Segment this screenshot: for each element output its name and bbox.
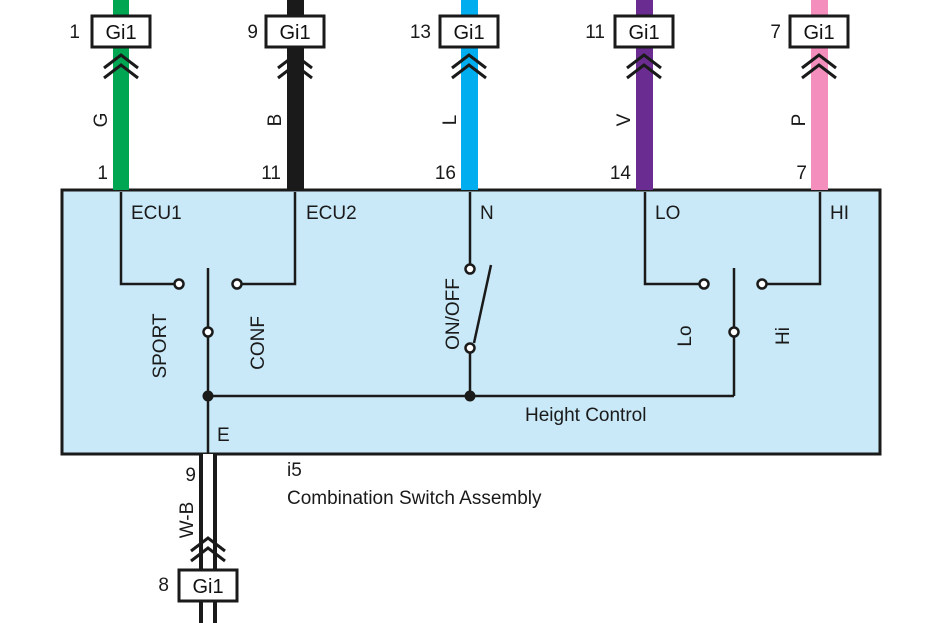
- component-code: i5: [287, 460, 302, 481]
- connector-pin-1: 1: [69, 22, 80, 43]
- connector-pin-2: 9: [247, 22, 258, 43]
- wire-label-v: V: [614, 113, 635, 126]
- connector-box-5: [788, 14, 850, 49]
- switch-label-lo: Lo: [675, 325, 696, 346]
- ground-pin: 9: [185, 465, 196, 486]
- terminal-pin-hi: 7: [796, 163, 807, 184]
- connector-box-4: [613, 14, 675, 49]
- switch-labels: SPORT CONF ON/OFF Lo Hi: [150, 278, 794, 378]
- component-name: Combination Switch Assembly: [287, 488, 542, 509]
- connector-name-4: Gi1: [628, 22, 659, 44]
- switch-label-hi: Hi: [773, 327, 794, 345]
- terminal-pin-ecu1: 1: [97, 163, 108, 184]
- terminal-pin-lo: 14: [610, 163, 632, 184]
- ground-wire-label: W-B: [177, 502, 198, 539]
- connector-pin-5: 7: [770, 22, 781, 43]
- terminal-pin-ecu2: 11: [261, 163, 281, 184]
- top-connectors: Gi1 Gi1 Gi1 Gi1 Gi1 1 9 13 11 7: [69, 14, 850, 49]
- connector-name-2: Gi1: [279, 22, 310, 44]
- terminal-hi: HI: [830, 203, 849, 224]
- connector-box-1: [90, 14, 152, 49]
- terminal-ecu2: ECU2: [306, 203, 357, 224]
- terminal-pins: 1 11 16 14 7: [97, 163, 807, 184]
- switch-contacts: [173, 263, 768, 354]
- wire-color-labels: G B L V P: [91, 113, 810, 128]
- connector-name-3: Gi1: [453, 22, 484, 44]
- connector-name-5: Gi1: [803, 22, 834, 44]
- connector-name-1: Gi1: [105, 22, 136, 44]
- terminal-n: N: [480, 203, 494, 224]
- bottom-connector-pin: 8: [158, 575, 169, 596]
- bottom-connector-box: [177, 568, 239, 603]
- height-control-label: Height Control: [525, 405, 646, 426]
- wire-label-p: P: [789, 114, 810, 127]
- bottom-connector-name: Gi1: [192, 576, 223, 598]
- switch-label-onoff: ON/OFF: [443, 278, 464, 350]
- junction-dots: [202, 390, 476, 402]
- wire-label-l: L: [440, 115, 461, 126]
- terminal-lo: LO: [655, 203, 680, 224]
- switch-label-sport: SPORT: [150, 313, 171, 379]
- ground-terminal-label: E: [217, 425, 230, 446]
- connector-box-3: [438, 14, 500, 49]
- terminal-pin-n: 16: [435, 163, 456, 184]
- connector-box-2: [264, 14, 326, 49]
- terminal-names: ECU1 ECU2 N LO HI: [131, 203, 849, 224]
- wire-label-g: G: [91, 113, 112, 128]
- wire-label-b: B: [265, 114, 286, 127]
- connector-pin-3: 13: [410, 22, 431, 43]
- connector-pin-4: 11: [585, 22, 605, 43]
- terminal-ecu1: ECU1: [131, 203, 182, 224]
- switch-label-conf: CONF: [248, 316, 269, 370]
